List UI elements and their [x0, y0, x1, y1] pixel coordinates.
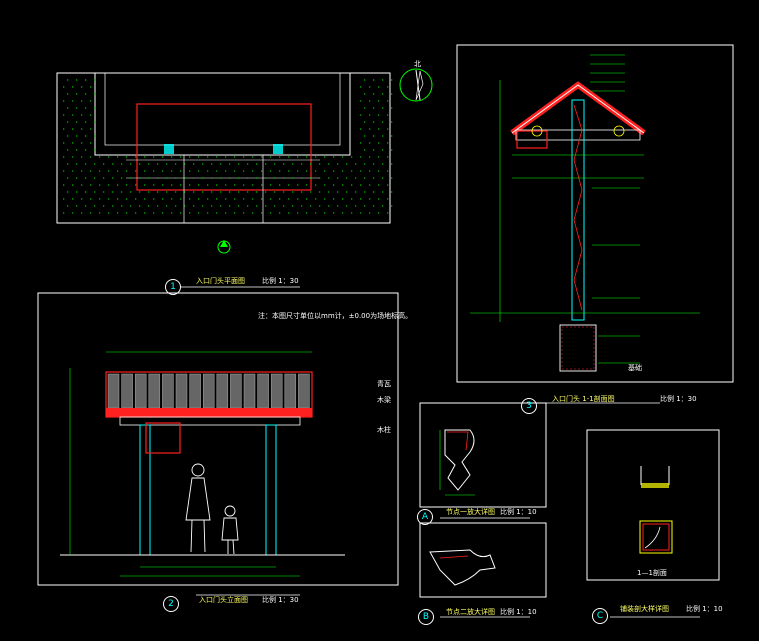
mark-a: A: [417, 509, 433, 525]
detail-c-scale: 比例 1：10: [686, 605, 723, 613]
detail-a: [419, 402, 547, 519]
detail-b: [419, 522, 547, 618]
mark-c: C: [592, 608, 608, 624]
detail-c-cut: 1—1剖面: [637, 569, 667, 577]
detail-b-scale: 比例 1：10: [500, 608, 537, 616]
detail-c: [586, 429, 720, 618]
front-note: 注：本图尺寸单位以mm计，±0.00为场地标高。: [258, 312, 413, 320]
detail-a-title: 节点一放大详图: [446, 508, 495, 516]
mark-b: B: [418, 609, 434, 625]
section-leader-base: 基础: [628, 364, 642, 372]
leader-col: 木柱: [377, 426, 391, 434]
plan-view: 北: [56, 60, 433, 288]
front-scale: 比例 1：30: [262, 596, 299, 604]
section-view: [456, 44, 734, 404]
mark-2: 2: [163, 596, 179, 612]
plan-title: 入口门头平面图: [196, 277, 245, 285]
detail-a-scale: 比例 1：10: [500, 508, 537, 516]
section-scale: 比例 1：30: [660, 395, 697, 403]
mark-1: 1: [165, 279, 181, 295]
leader-tile: 青瓦: [377, 380, 391, 388]
detail-c-title: 铺装剖大样详图: [620, 605, 669, 613]
plan-scale: 比例 1：30: [262, 277, 299, 285]
mark-3: 3: [521, 398, 537, 414]
detail-b-title: 节点二放大详图: [446, 608, 495, 616]
svg-text:北: 北: [414, 60, 421, 68]
section-title: 入口门头 1-1剖面图: [552, 395, 615, 403]
plan-roof-outline: [136, 103, 312, 191]
leader-beam: 木梁: [377, 396, 391, 404]
front-elevation: [37, 292, 399, 596]
front-title: 入口门头立面图: [199, 596, 248, 604]
